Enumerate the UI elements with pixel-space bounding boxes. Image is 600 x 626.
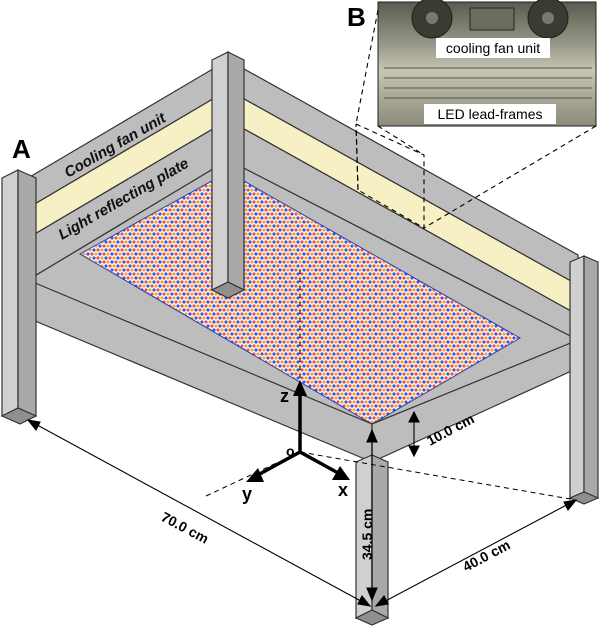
panel-letter-b: B [347,2,366,32]
leg-right-foot [568,491,600,505]
dim-width-arrow-end-icon [563,499,578,512]
leg-right-front [583,255,599,499]
fan-right-hub [542,12,554,24]
leg-left-front [17,169,37,417]
dim-length-arrow-start-icon [26,419,41,432]
z-axis-label: z [280,386,289,406]
y-axis-label: y [242,484,252,504]
inset-photo: cooling fan unit LED lead-frames [377,0,597,127]
leg-back-front [227,51,245,291]
legs [0,51,600,626]
lead-frames-icon [384,67,592,99]
leg-front-foot [354,609,390,626]
panel-letter-a: A [12,134,31,164]
inset-bottom-label-bg [424,104,556,124]
inset-bottom-label: LED lead-frames [437,106,542,122]
dim-depth-arrow-start-icon [408,410,420,423]
dim-height-arrow-start-icon [366,428,378,443]
dim-depth-arrow-end-icon [408,445,420,458]
leg-right-side [569,255,585,499]
dim-width-arrow-start-icon [374,594,389,607]
leg-left-side [1,169,19,417]
dim-width-label: 40.0 cm [460,536,513,574]
dim-length-arrow-end-icon [357,594,372,607]
x-axis-label: x [338,480,348,500]
fan-left-hub [426,12,438,24]
dimension-lines [26,410,578,607]
inset-top-label-bg [436,38,550,58]
back-housing [27,58,579,341]
dim-height-label: 34.5 cm [359,509,375,560]
x-axis-arrow-icon [332,466,350,480]
dimension-dashed-lines [205,451,577,501]
origin-label: o [286,443,295,459]
x-axis [299,450,341,476]
y-axis [255,450,301,478]
dim-length-label: 70.0 cm [159,509,212,547]
fan-bracket [469,7,515,31]
inset-top-label: cooling fan unit [446,40,540,56]
dim-width-line [375,499,577,607]
callout-lines [355,9,597,229]
leg-back-side [211,51,229,291]
dim-height-arrow-end-icon [366,587,378,602]
leg-back-foot [210,281,246,299]
z-axis-arrow-icon [293,380,307,396]
dim-length-line [27,419,371,607]
